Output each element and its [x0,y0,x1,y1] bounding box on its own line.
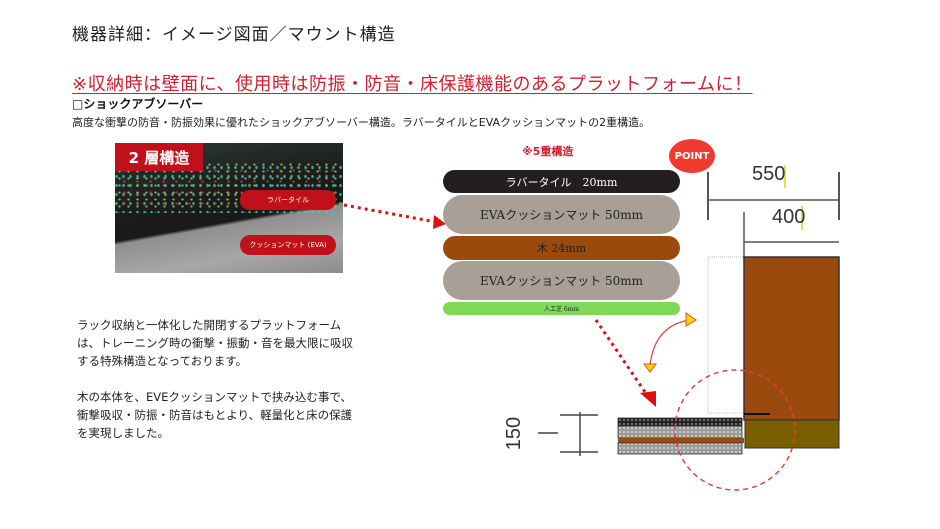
two-layer-badge: 2 層構造 [115,143,203,171]
layer-eva-bottom: EVAクッションマット 50mm [443,261,680,300]
rubber-tile-label: ラバータイル [240,190,336,210]
point-badge: POINT [669,139,715,173]
paragraph-1-line: する特殊構造となっております。 [77,354,248,368]
dimension-550: 550 [752,163,786,185]
paragraph-2-line: を実現しました。 [77,426,169,440]
dimension-400: 400 [772,206,806,228]
body-text: ラック収納と一体化した開閉するプラットフォーム は、トレーニング時の衝撃・振動・… [77,316,353,442]
page-title: 機器詳細：イメージ図面／マウント構造 [72,25,396,45]
layer-eva-top: EVAクッションマット 50mm [443,195,680,234]
paragraph-2-line: 衝撃吸収・防振・防音はもとより、軽量化と床の保護 [77,408,353,422]
layer-wood: 木 24mm [443,236,680,260]
five-layer-title: ※5重構造 [522,145,574,158]
section-heading: □ショックアブソーバー [72,97,204,111]
section-description: 高度な衝撃の防音・防振効果に優れたショックアブソーバー構造。ラバータイルとEVA… [72,116,651,129]
headline: ※収納時は壁面に、使用時は防振・防音・床保護機能のあるプラットフォームに！ [72,74,753,95]
cushion-mat-label: クッションマット (EVA) [240,235,336,255]
two-layer-photo: 2 層構造 ラバータイル クッションマット (EVA) [115,143,343,273]
dotted-arrow-icon [343,203,446,229]
paragraph-2-line: 木の本体を、EVEクッションマットで挟み込む事で、 [77,390,352,404]
mount-drawing [538,165,840,491]
layer-turf: 人工芝 6mm [443,302,680,315]
paragraph-1-line: は、トレーニング時の衝撃・振動・音を最大限に吸収 [77,336,353,350]
layer-rubber: ラバータイル 20mm [443,170,680,193]
dimension-150: 150 [503,416,526,451]
paragraph-1-line: ラック収納と一体化した開閉するプラットフォーム [77,318,342,332]
